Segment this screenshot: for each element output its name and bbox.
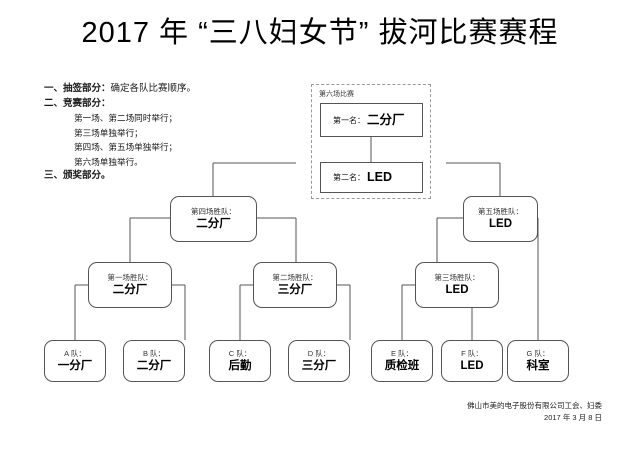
procedure-subitem-1: 第一场、第二场同时举行； [74,113,178,123]
team-b-name: 二分厂 [136,360,172,372]
team-box-e[interactable]: E 队： 质检班 [371,340,433,382]
final-second-place-box[interactable]: 第二名： LED [320,162,423,193]
team-e-caption: E 队： [390,349,414,358]
team-box-d[interactable]: D 队： 三分厂 [288,340,350,382]
page-title: 2017 年 “三八妇女节” 拔河比赛赛程 [81,17,559,49]
team-g-caption: G 队： [526,349,550,358]
final-second-place-caption: 第二名： [333,173,365,182]
team-g-name: 科室 [526,360,550,372]
procedure-item-1-value: 确定各队比赛顺序。 [110,83,197,94]
procedure-item-2: 二、竞赛部分： [44,97,294,112]
team-box-g[interactable]: G 队： 科室 [507,340,569,382]
semi-winner-5-caption: 第五场胜队： [478,207,523,216]
final-first-place-caption: 第一名： [333,115,365,125]
quarter-winner-1-caption: 第一场胜队： [107,273,153,282]
quarter-winner-2-name: 三分厂 [277,284,313,296]
final-match-group-label: 第六场比赛 [319,91,354,98]
procedure-item-2-label: 二、竞赛部分： [44,97,111,109]
procedure-list: 一、抽签部分：确定各队比赛顺序。 二、竞赛部分： 第一场、第二场同时举行； 第三… [44,82,294,184]
team-box-f[interactable]: F 队： LED [441,340,503,382]
quarter-winner-1-name: 二分厂 [112,284,148,296]
quarter-winner-3-name: LED [445,284,469,296]
quarter-winner-box-1[interactable]: 第一场胜队： 二分厂 [88,262,172,308]
footer-organization: 佛山市美的电子股份有限公司工会、妇委 [467,401,602,410]
semi-winner-box-5[interactable]: 第五场胜队： LED [463,196,538,242]
final-first-place-box[interactable]: 第一名： 二分厂 [320,103,423,137]
procedure-subitem-4: 第六场单独举行。 [74,156,143,167]
procedure-item-1-label: 一、抽签部分： [44,83,111,94]
procedure-item-3-label: 三、颁奖部分。 [44,170,111,181]
team-a-caption: A 队： [64,349,86,358]
final-first-place-name: 二分厂 [367,112,405,127]
procedure-item-3: 三、颁奖部分。 [44,169,294,184]
team-d-caption: D 队： [307,349,331,358]
final-match-group: 第六场比赛 [311,84,431,199]
quarter-winner-box-2[interactable]: 第二场胜队： 三分厂 [253,262,337,308]
procedure-subitem-2: 第三场单独举行； [74,127,143,138]
quarter-winner-box-3[interactable]: 第三场胜队： LED [415,262,499,308]
team-box-a[interactable]: A 队： 一分厂 [44,340,106,382]
quarter-winner-2-caption: 第二场胜队： [272,273,318,282]
team-a-name: 一分厂 [57,360,93,372]
team-c-name: 后勤 [228,360,252,372]
procedure-subitem-3: 第四场、第五场单独举行； [74,142,178,152]
team-b-caption: B 队： [142,349,166,358]
team-d-name: 三分厂 [301,360,337,372]
semi-winner-box-4[interactable]: 第四场胜队： 二分厂 [170,196,257,242]
team-box-b[interactable]: B 队： 二分厂 [123,340,185,382]
team-e-name: 质检班 [384,360,420,372]
team-c-caption: C 队： [228,349,252,358]
team-f-caption: F 队： [461,349,483,358]
team-box-c[interactable]: C 队： 后勤 [209,340,271,382]
team-f-name: LED [460,360,484,372]
quarter-winner-3-caption: 第三场胜队： [434,273,480,282]
final-second-place-name: LED [367,170,392,184]
footer: 佛山市美的电子股份有限公司工会、妇委 2017 年 3 月 8 日 [467,400,602,424]
procedure-item-1: 一、抽签部分：确定各队比赛顺序。 [44,82,294,97]
semi-winner-4-name: 二分厂 [196,218,231,230]
semi-winner-5-name: LED [489,218,512,230]
semi-winner-4-caption: 第四场胜队： [191,207,236,216]
footer-date: 2017 年 3 月 8 日 [544,413,602,422]
